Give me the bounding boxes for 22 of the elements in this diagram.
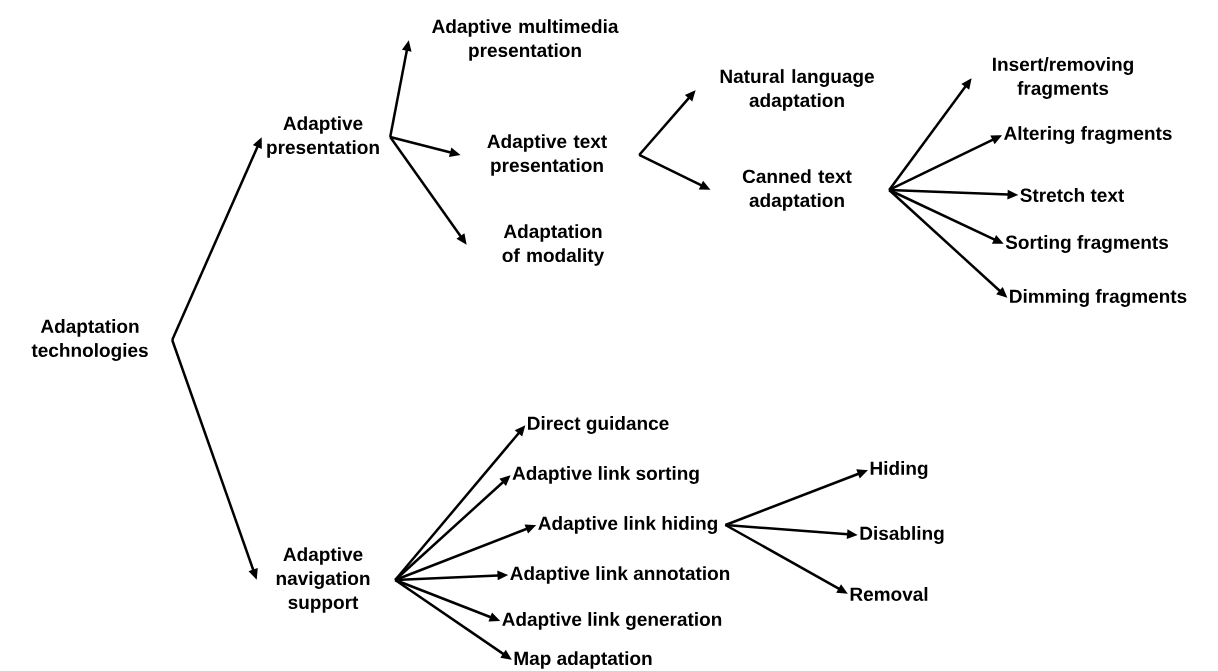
label-text: Canned text adaptation [742, 169, 852, 211]
label-text: Adaptive multimedia presentation [432, 19, 619, 61]
label-text: Disabling [860, 526, 944, 544]
label-text: Natural language adaptation [720, 69, 874, 111]
label-text: Adaptive link hiding [538, 516, 717, 534]
label-text: Adaptation of modality [502, 224, 605, 266]
label-text: Hiding [870, 461, 928, 479]
label-text: Stretch text [1020, 188, 1124, 202]
label-text: Direct guidance [528, 416, 669, 434]
label-text: Adaptive presentation [267, 116, 379, 158]
label-text: Dimming fragments [1010, 289, 1187, 307]
label-text: Adaptive link annotation [510, 566, 730, 584]
label-text: Insert/removing fragments [993, 57, 1133, 99]
label-text: Adaptive navigation support [276, 547, 370, 613]
label-text: Adaptation technologies [31, 319, 148, 361]
label-text: Adaptive link sorting [512, 466, 699, 484]
label-text: Removal [850, 587, 928, 601]
label-text: Adaptive link generation [502, 612, 722, 630]
label-text: Sorting fragments [1005, 235, 1168, 253]
label-text: Adaptive text presentation [487, 134, 607, 176]
label-text: Map adaptation [514, 651, 652, 669]
label-text: Altering fragments [1004, 126, 1172, 144]
